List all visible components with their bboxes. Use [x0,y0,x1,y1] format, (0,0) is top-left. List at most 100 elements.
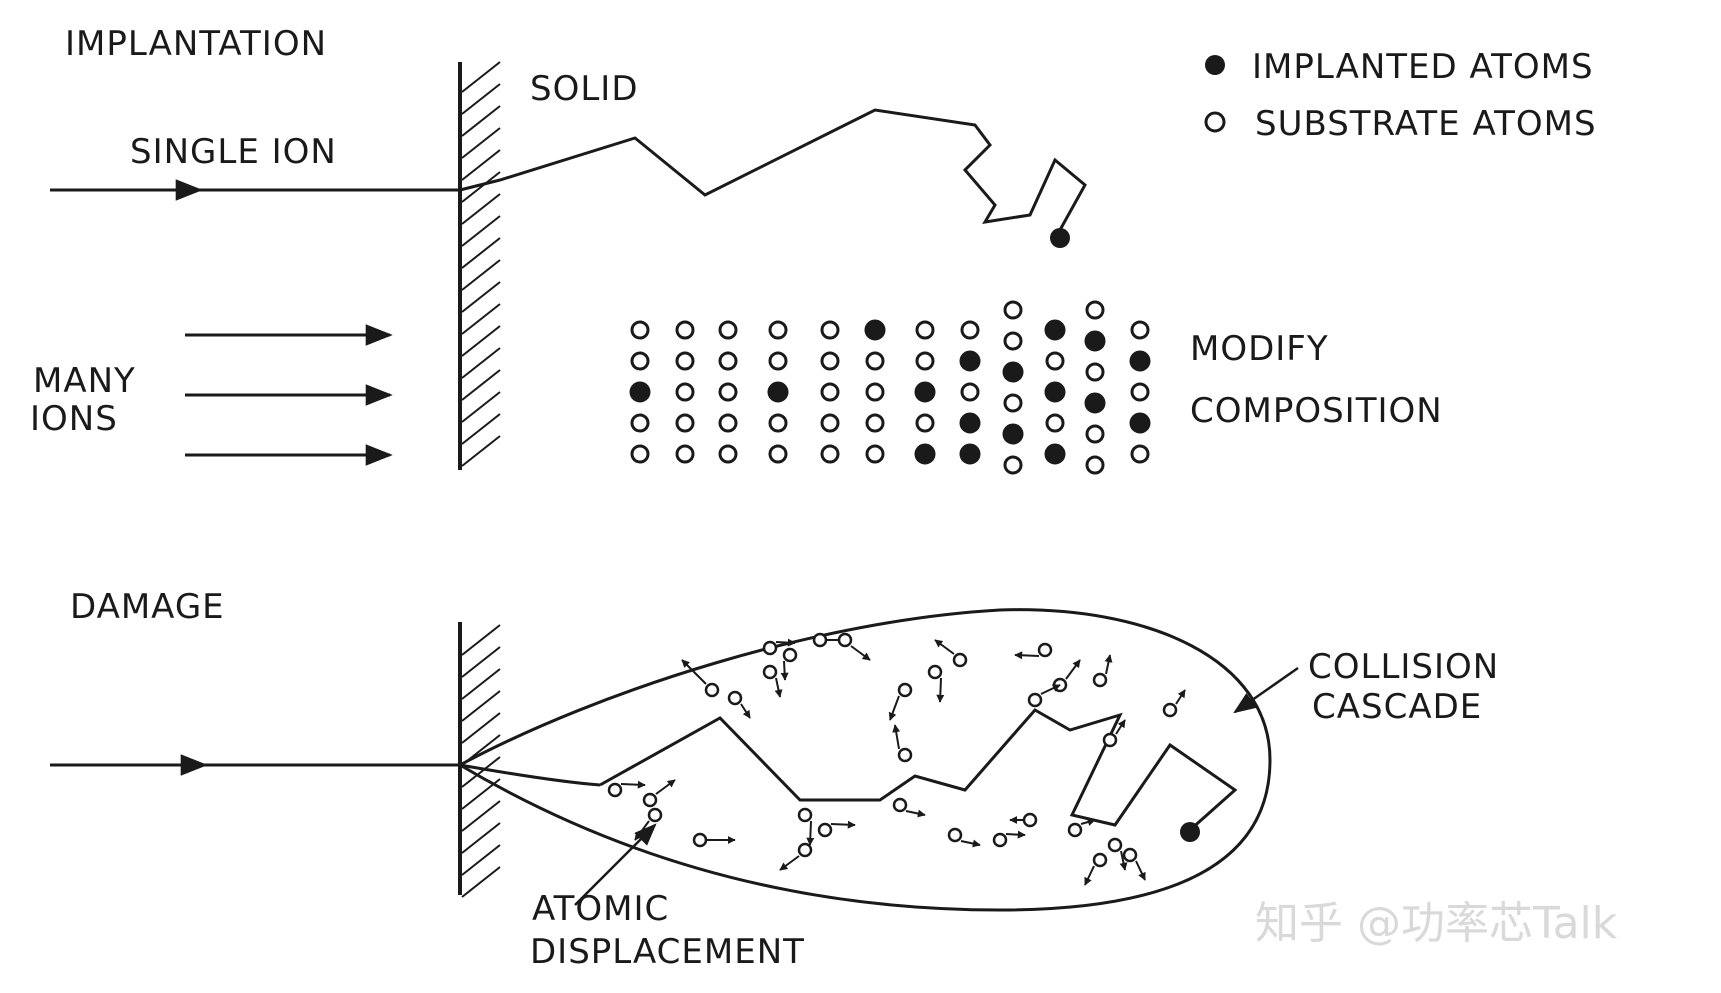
recoil-arrow [850,645,871,661]
displaced-atom [642,792,658,808]
substrate-atom [768,351,788,371]
recoil-arrow [905,809,926,818]
substrate-atom [630,320,650,340]
substrate-atom [718,382,738,402]
displaced-atom [692,832,708,848]
substrate-atom [915,320,935,340]
recoil-arrow [1104,654,1113,675]
recoil-arrow [830,820,856,829]
recoil-arrow [1084,865,1095,886]
hatch-line [461,347,501,379]
implanted-atom [1044,381,1066,403]
recoil-arrow [888,695,900,721]
recoil-arrow [1080,818,1096,826]
recoil-arrow [775,638,796,647]
hatch-line [461,105,501,137]
watermark: 知乎 @功率芯Talk [1255,898,1618,949]
hatch-line [461,325,501,357]
displaced-atom [1122,847,1138,863]
displaced-atom [727,690,743,706]
hatch-line [461,127,501,159]
hatch-line [461,800,501,832]
substrate-atom [865,413,885,433]
recoil-arrow [892,724,901,750]
substrate-atom [915,413,935,433]
hatch-line [461,844,501,876]
substrate-atom [820,413,840,433]
displaced-atom [1037,642,1053,658]
recoil-arrow [620,780,646,789]
displaced-atom [927,664,943,680]
hatch-line [461,215,501,247]
substrate-atom [820,320,840,340]
modify-label: MODIFY [1190,329,1329,369]
recoil-arrow [1115,719,1126,735]
substrate-atom [1130,382,1150,402]
hatch-line [461,712,501,744]
implanted-atom [1044,443,1066,465]
hatch-line [461,303,501,335]
displaced-atom [992,832,1008,848]
implanted-atom [1044,319,1066,341]
recoil-arrow [1119,850,1128,871]
atomic-displacement-leader [574,823,657,906]
substrate-atom [768,320,788,340]
substrate-atom [768,413,788,433]
hatch-line [461,668,501,700]
displaced-atom [837,632,853,648]
displaced-atom [897,747,913,763]
recoil-arrow [1065,659,1081,680]
implanted-atom [864,319,886,341]
substrate-atom [820,351,840,371]
hatch-line [461,822,501,854]
hatch-line [461,866,501,898]
substrate-atom [630,413,650,433]
substrate-atom [1085,300,1105,320]
implanted-atom [1002,423,1024,445]
hatch-line [461,83,501,115]
substrate-atom [915,351,935,371]
hatch-line [461,413,501,445]
recoil-arrow [1005,830,1026,839]
substrate-atom [1085,455,1105,475]
implantation-title: IMPLANTATION [65,24,327,64]
recoil-arrow [1175,689,1186,705]
implanted-atom [1129,412,1151,434]
recoil-arrow [1135,860,1146,881]
implanted-atom [629,381,651,403]
recoil-arrow [806,820,815,846]
collision-label: COLLISION [1308,647,1499,687]
cascade-label: CASCADE [1312,687,1482,727]
substrate-atom [820,382,840,402]
hatch-line [461,624,501,656]
legend-implanted-marker [1205,55,1225,75]
substrate-atom [1045,351,1065,371]
recoil-arrow [936,677,945,703]
implanted-atom-end [1050,228,1070,248]
substrate-atom [1003,331,1023,351]
substrate-atom [1003,300,1023,320]
hatch-line [461,646,501,678]
displaced-atom [952,652,968,668]
substrate-atom [1003,455,1023,475]
hatch-line [461,281,501,313]
implanted-atom [1084,330,1106,352]
hatch-line [461,149,501,181]
implanted-atom [1129,350,1151,372]
substrate-atom [1130,444,1150,464]
displaced-atom [1162,702,1178,718]
hatch-line [461,237,501,269]
displaced-atom [607,782,623,798]
displaced-atom [782,647,798,663]
atomic-displacements [607,632,1186,886]
displaced-atom [1107,837,1123,853]
collision-cascade-envelope [456,608,1272,912]
single-ion-trajectory [459,108,1087,231]
damage-implanted-atom [1180,822,1200,842]
recoil-arrow [779,855,800,871]
displaced-atom [762,640,778,656]
substrate-atom [1085,424,1105,444]
displaced-atom [1022,812,1038,828]
substrate-atom [718,444,738,464]
substrate-atom [675,444,695,464]
